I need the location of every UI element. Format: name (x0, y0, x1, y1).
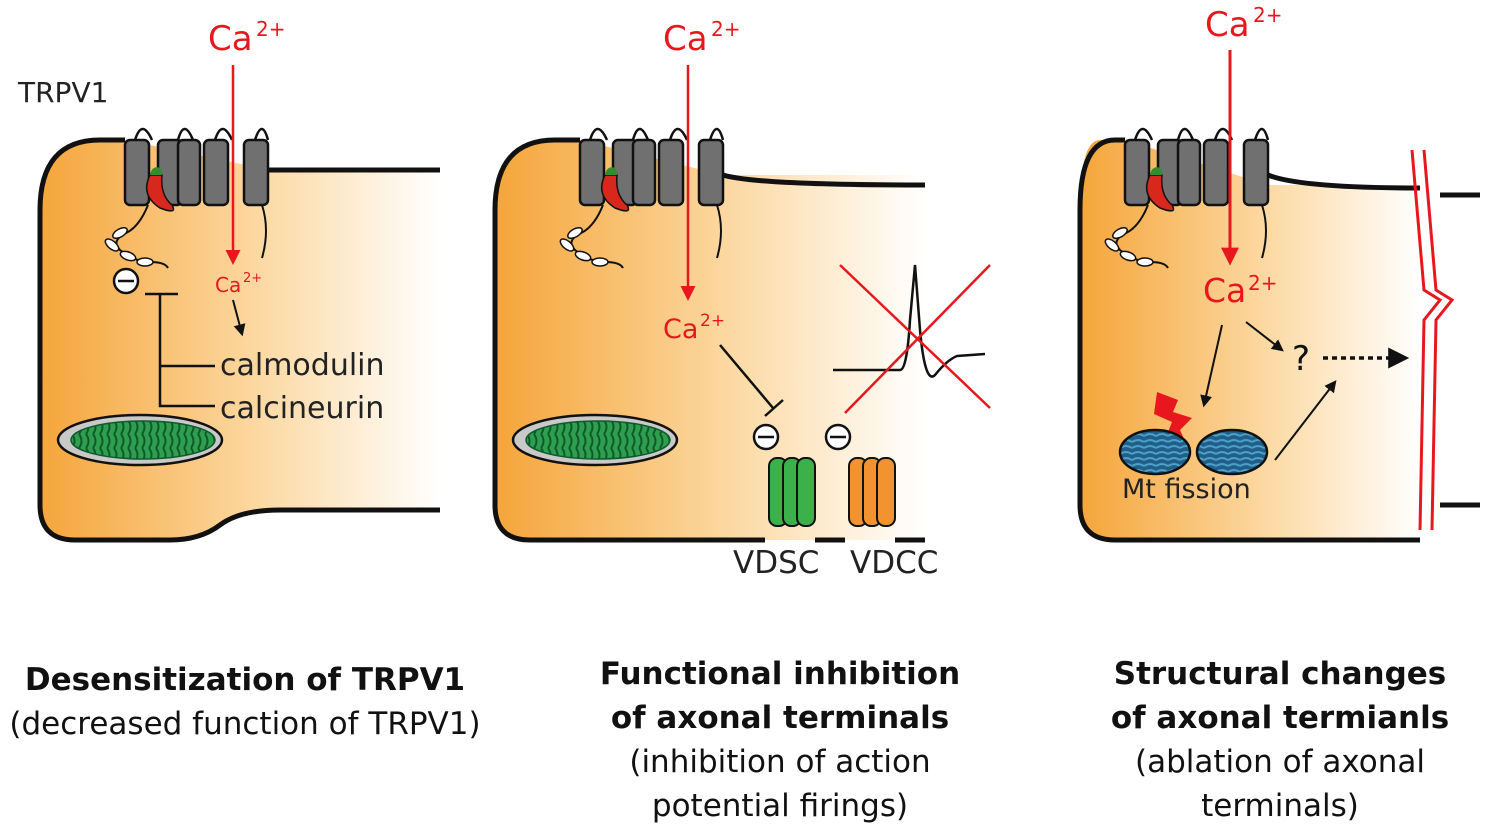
calmodulin-label: calmodulin (220, 348, 385, 383)
panel-structural-changes: Ca 2+ Ca 2+ ? Mt fission (1077, 3, 1480, 543)
caption-title-1: Desensitization of TRPV1 (24, 662, 466, 698)
ca-top-label-2: Ca 2+ (663, 17, 740, 59)
ca-top-label-1: Ca 2+ (208, 17, 285, 59)
svg-text:Ca: Ca (208, 19, 253, 59)
caption-sub-3b: terminals) (1201, 788, 1359, 824)
mt-fission-label: Mt fission (1122, 474, 1251, 505)
svg-text:2+: 2+ (1248, 271, 1277, 295)
svg-text:2+: 2+ (1253, 3, 1282, 27)
minus-vdcc (824, 423, 852, 451)
blocked-cross (839, 264, 991, 414)
minus-vdsc (752, 423, 780, 451)
svg-text:2+: 2+ (711, 17, 740, 41)
inhibition-bracket-1 (145, 292, 215, 408)
svg-text:Ca: Ca (663, 19, 708, 59)
caption-sub-3a: (ablation of axonal (1135, 744, 1425, 780)
cell-membrane-2 (492, 137, 926, 543)
mitochondrion-2 (511, 413, 679, 467)
svg-text:2+: 2+ (243, 271, 262, 286)
caption-panel-3: Structural changes of axonal termianls (… (1060, 652, 1500, 828)
svg-text:2+: 2+ (700, 311, 725, 331)
ca-top-label-3: Ca 2+ (1205, 3, 1282, 45)
cell-body-1 (40, 140, 440, 540)
svg-text:Ca: Ca (1203, 271, 1246, 310)
mito-to-change-arrow (1274, 380, 1337, 461)
caption-title-2a: Functional inhibition (599, 656, 961, 692)
vdsc-label: VDSC (733, 545, 819, 581)
caption-panel-1: Desensitization of TRPV1 (decreased func… (0, 658, 490, 746)
axon-stub-3 (1440, 192, 1480, 508)
vdcc-label: VDCC (850, 545, 938, 581)
ca-to-mito-arrow (1200, 324, 1223, 408)
ca-to-calmodulin-arrow (232, 299, 246, 337)
svg-text:Ca: Ca (1205, 5, 1250, 45)
lightning-icon (1154, 392, 1192, 448)
mito-fragment-right (1195, 428, 1269, 476)
unknown-question: ? (1292, 339, 1310, 379)
ca-to-unknown-arrow (1245, 321, 1284, 352)
caption-sub-2b: potential firings) (651, 788, 909, 824)
trpv1-label: TRPV1 (17, 76, 108, 109)
cell-membrane-3 (1077, 137, 1421, 543)
svg-text:Ca: Ca (663, 314, 698, 345)
ca-inner-label-2: Ca 2+ (663, 311, 725, 345)
calcineurin-label: calcineurin (220, 391, 384, 426)
caption-title-3a: Structural changes (1113, 656, 1447, 692)
svg-text:2+: 2+ (256, 17, 285, 41)
caption-title-2b: of axonal terminals (610, 700, 950, 736)
caption-title-3b: of axonal termianls (1110, 700, 1450, 736)
panel-desensitization: TRPV1 Ca 2+ Ca 2+ calmodulin calcineurin (17, 17, 440, 543)
axon-break-marks (1410, 149, 1455, 531)
panel-functional-inhibition: Ca 2+ Ca 2+ (492, 17, 991, 581)
action-potential-trace (833, 264, 986, 378)
vdcc-channel (848, 457, 896, 527)
mitochondrion-1 (56, 413, 224, 467)
caption-panel-2: Functional inhibition of axonal terminal… (545, 652, 1015, 828)
ca-inner-label-1: Ca 2+ (215, 271, 262, 297)
cell-membrane-1 (37, 137, 440, 543)
caption-sub-1: (decreased function of TRPV1) (9, 706, 481, 742)
ca-inhibition-line-2 (719, 344, 784, 417)
ca-inner-label-3: Ca 2+ (1203, 271, 1277, 310)
inhibition-minus-1 (112, 267, 140, 295)
vdsc-channel (768, 457, 816, 527)
mito-fragment-left (1118, 428, 1192, 476)
caption-sub-2a: (inhibition of action (629, 744, 931, 780)
svg-text:Ca: Ca (215, 273, 241, 297)
